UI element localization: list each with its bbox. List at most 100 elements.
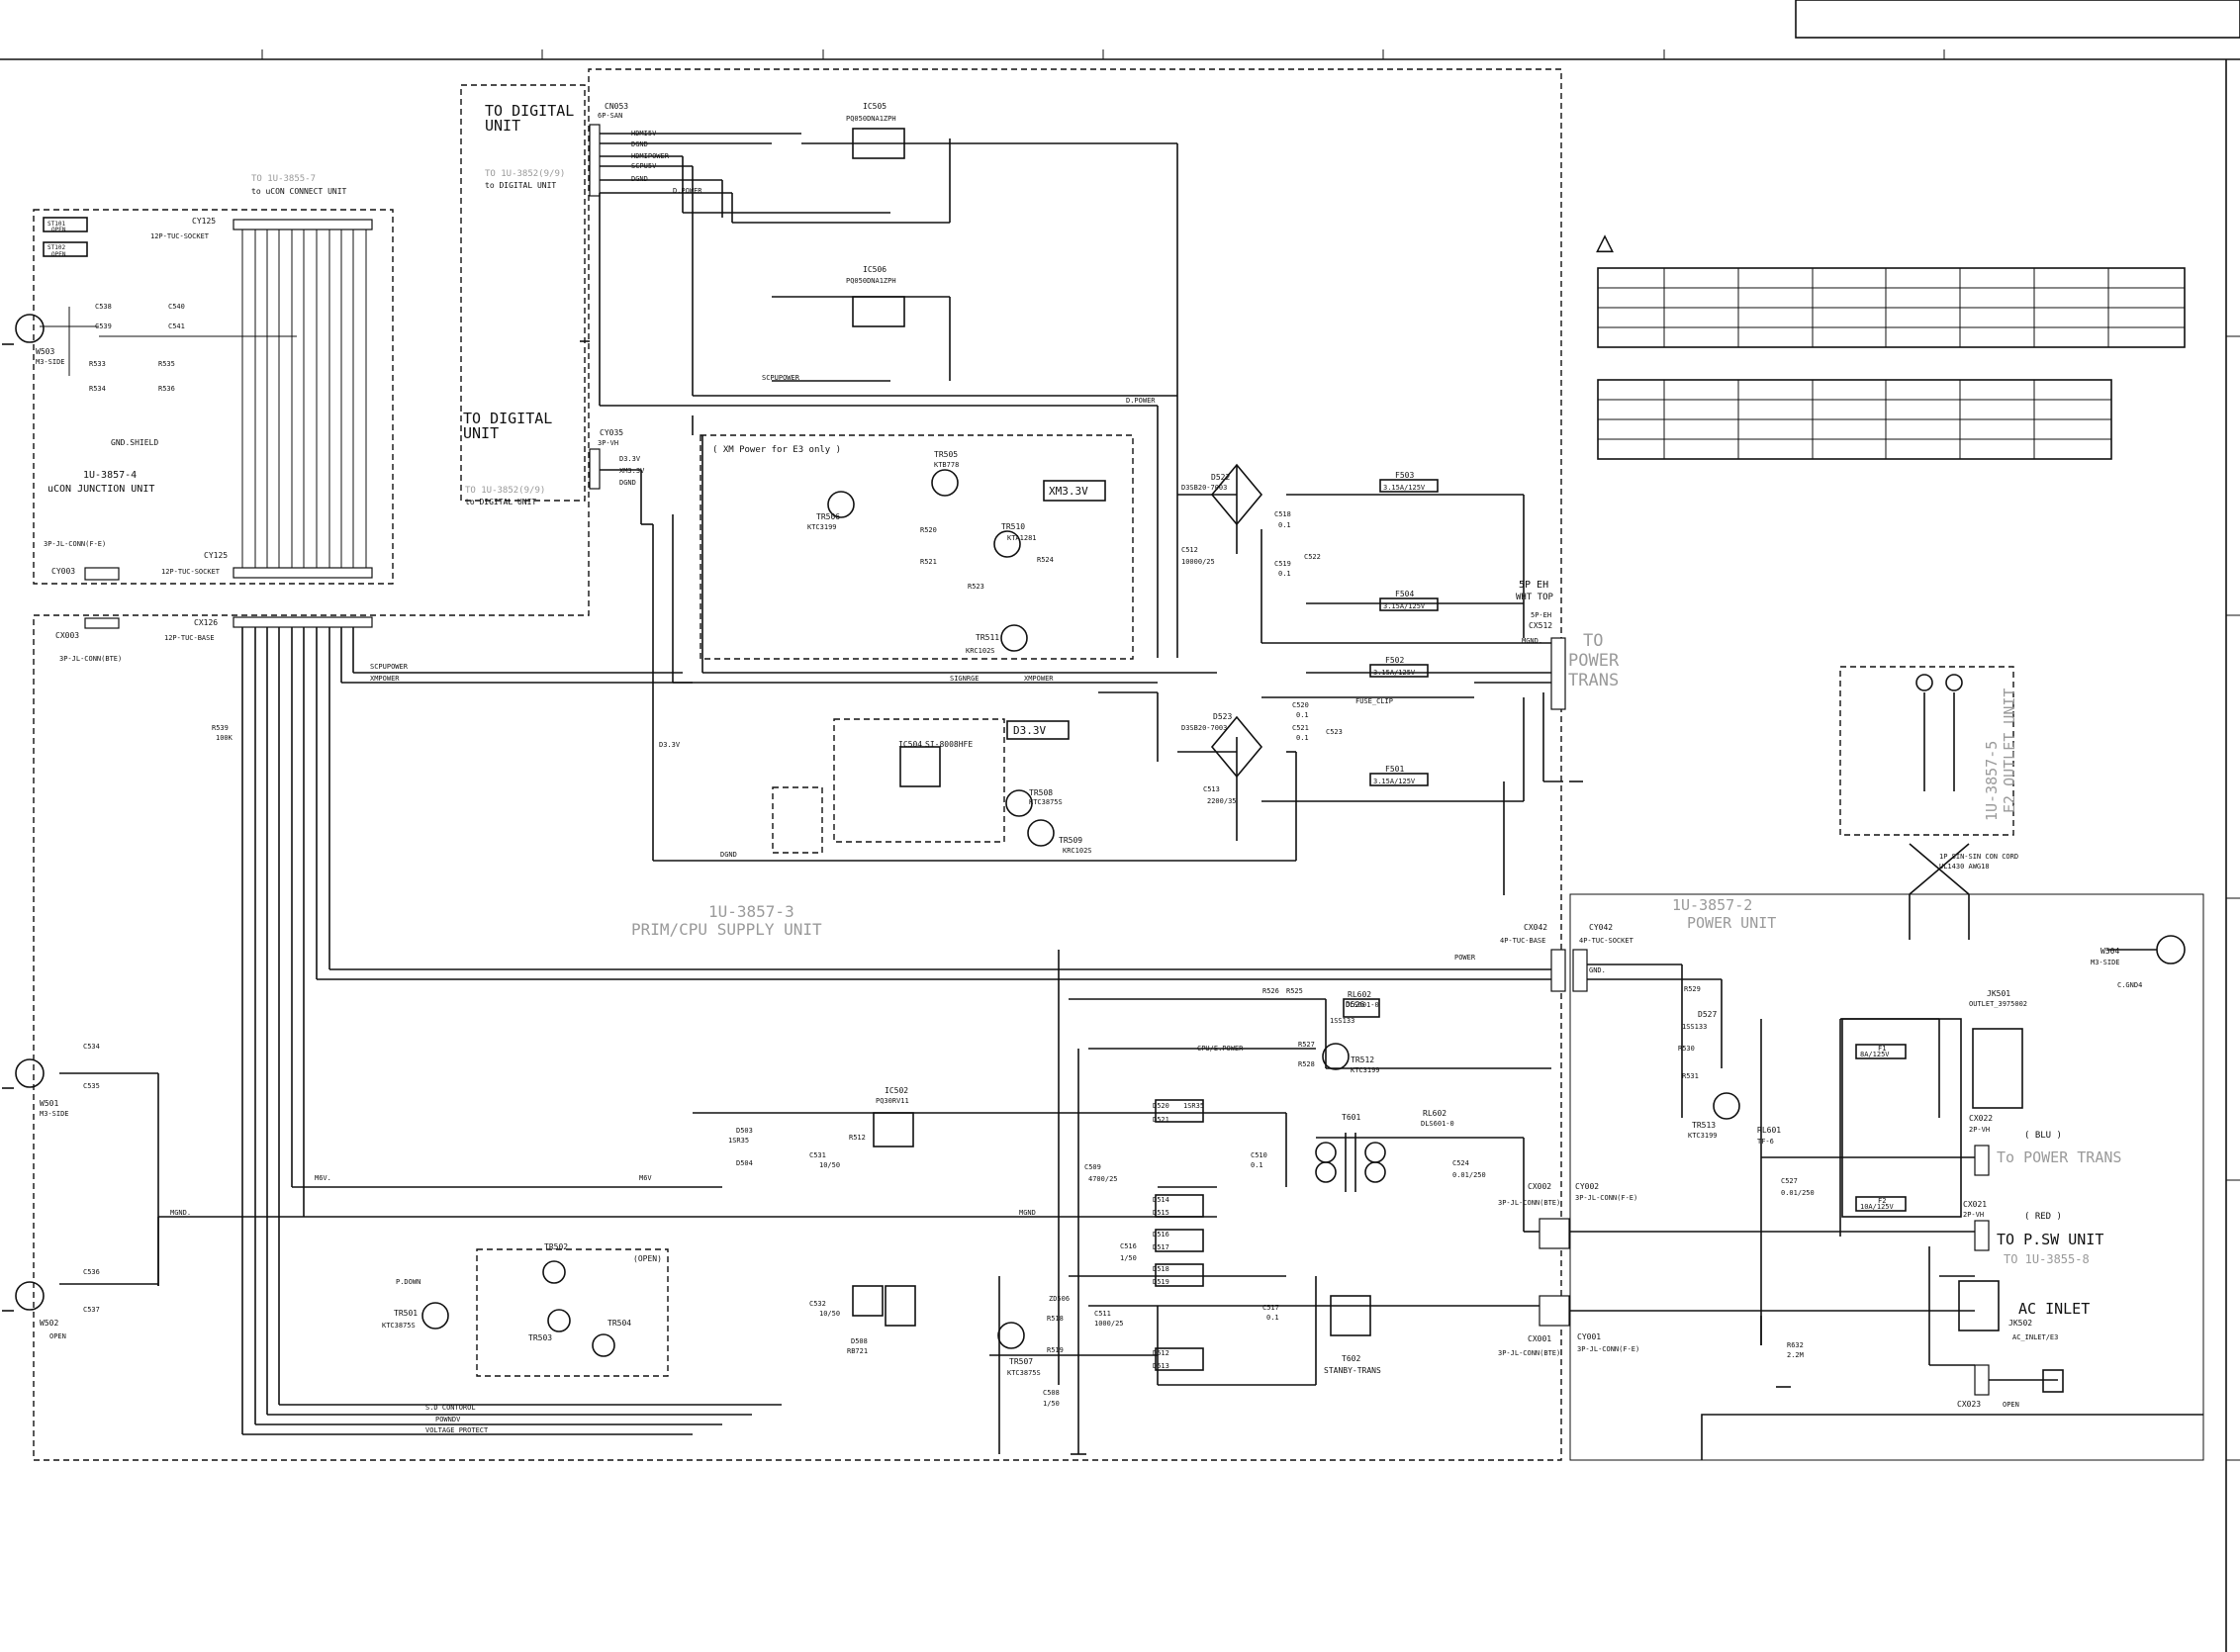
- tr506-label: TR506: [816, 512, 840, 521]
- sig-cpu-e-power: CPU/E.POWER: [1197, 1045, 1244, 1053]
- tr505-icon: [931, 469, 959, 497]
- tr511-label: TR511: [976, 633, 999, 642]
- r632-label: R632: [1787, 1341, 1804, 1349]
- sig-m6v2: M6V: [639, 1174, 652, 1182]
- sig-scpupower: SCPUPOWER: [762, 374, 800, 382]
- st101-box: [43, 217, 88, 232]
- d522-label: D522: [1211, 473, 1230, 482]
- cy002-type: 3P-JL-CONN(F-E): [1575, 1194, 1637, 1202]
- protect-block: [476, 1248, 669, 1377]
- sig-dpower2: D.POWER: [1126, 397, 1156, 405]
- fuse-holder-frame: [1841, 1018, 1962, 1218]
- fuse-f1: [1855, 1044, 1907, 1059]
- d519-label: D519: [1153, 1278, 1169, 1286]
- w502-type: OPEN: [49, 1332, 66, 1340]
- sig-dgnd4: DGND: [720, 851, 737, 859]
- fuse-clip-label: FUSE_CLIP: [1355, 697, 1393, 705]
- f503-value: 3.15A/125V: [1383, 484, 1426, 492]
- diodes-d514-d515: [1155, 1194, 1204, 1218]
- c532-label: C532: [809, 1300, 826, 1308]
- r519-label: R519: [1047, 1346, 1064, 1354]
- jack-w504-icon: [2156, 935, 2186, 964]
- diodes-d520-d521: [1155, 1099, 1204, 1123]
- tr507-icon: [997, 1322, 1025, 1349]
- sig-s-control: S.D CONTOROL: [425, 1404, 476, 1412]
- c535-label: C535: [83, 1082, 100, 1090]
- tr505-label: TR505: [934, 450, 958, 459]
- r523-label: R523: [968, 583, 984, 591]
- st102-open: OPEN: [51, 251, 66, 258]
- connector-cx023: [1974, 1364, 1990, 1396]
- sig-hdmi5v: HDMI5V: [631, 130, 657, 138]
- tr502-icon: [542, 1260, 566, 1284]
- tr503-label: TR503: [528, 1333, 552, 1342]
- to-power-trans-label-3: TRANS: [1568, 671, 1619, 690]
- tr508-label: TR508: [1029, 788, 1053, 797]
- to-digital-unit-outline: [460, 84, 586, 502]
- c532-value: 10/50: [819, 1310, 840, 1318]
- xm33-tag: [1043, 480, 1106, 502]
- c531-value: 10/50: [819, 1161, 840, 1169]
- cx512-type3: WHT TOP: [1516, 593, 1554, 602]
- d508-label: D508: [851, 1337, 868, 1345]
- ic506-body: [852, 296, 905, 327]
- power-unit-title-2: POWER UNIT: [1687, 914, 1776, 932]
- r536-label: R536: [158, 385, 175, 393]
- tr509-label: TR509: [1059, 836, 1082, 845]
- to-digital-unit-label-2b: UNIT: [463, 424, 499, 442]
- sig-powndv: POWNDV: [435, 1416, 461, 1423]
- outlet-unit-title-1: 1U-3857-5: [1983, 741, 2001, 821]
- tr513-type: KTC3199: [1688, 1132, 1718, 1140]
- d518-label: D518: [1153, 1265, 1169, 1273]
- sig-xmpower: XMPOWER: [370, 675, 400, 683]
- fuse-f504: [1379, 597, 1439, 611]
- r534-label: R534: [89, 385, 106, 393]
- ic502-label: IC502: [885, 1086, 908, 1095]
- fuse-f501: [1369, 773, 1429, 786]
- sig-voltage-protect: VOLTAGE PROTECT: [425, 1426, 489, 1434]
- r539-value: 100K: [216, 734, 233, 742]
- tr504-icon: [592, 1333, 615, 1357]
- jack-w503-icon: [15, 314, 45, 343]
- w504-gnd: C.GND4: [2117, 981, 2142, 989]
- cx022-label: CX022: [1969, 1114, 1993, 1123]
- sig-pdown: P.DOWN: [396, 1278, 420, 1286]
- cx042-label: CX042: [1524, 923, 1547, 932]
- cy125-type: 12P-TUC-SOCKET: [150, 232, 210, 240]
- prim-unit-title-1: 1U-3857-3: [708, 902, 794, 921]
- connector-cx512: [1550, 637, 1566, 710]
- ucon-unit-title-2: uCON JUNCTION UNIT: [47, 484, 154, 495]
- t601-label: T601: [1342, 1113, 1360, 1122]
- blu-label: ( BLU ): [2024, 1131, 2062, 1141]
- c536-label: C536: [83, 1268, 100, 1276]
- tr513-icon: [1713, 1092, 1740, 1120]
- tr509-icon: [1027, 819, 1055, 847]
- st102-label: ST102: [47, 244, 65, 251]
- sig-xmpower2: XMPOWER: [1024, 675, 1054, 683]
- f2-value: 10A/125V: [1860, 1203, 1895, 1211]
- jack-w502-icon: [15, 1281, 45, 1311]
- connector-cx021: [1974, 1220, 1990, 1251]
- c527-label: C527: [1781, 1177, 1798, 1185]
- c517-value: 0.1: [1266, 1314, 1279, 1322]
- sin-cord-label-1: 1P SIN-SIN CON CORD: [1939, 853, 2018, 861]
- to-digital-unit-label-2: TO DIGITAL: [463, 410, 552, 427]
- transformer-t601: [1315, 1133, 1386, 1192]
- r525-label: R525: [1286, 987, 1303, 995]
- st101-open: OPEN: [51, 227, 66, 233]
- cy003-label: CY003: [51, 567, 75, 576]
- c512-value: 10000/25: [1181, 558, 1215, 566]
- diodes-d516-d517: [1155, 1229, 1204, 1252]
- d526-type: 1SS133: [1330, 1017, 1354, 1025]
- d527-label: D527: [1698, 1010, 1717, 1019]
- tr503-icon: [547, 1309, 571, 1332]
- to-power-trans-small: To POWER TRANS: [1997, 1148, 2121, 1166]
- st101-label: ST101: [47, 221, 65, 228]
- cx042-type: 4P-TUC-BASE: [1500, 937, 1545, 945]
- jack-w501-icon: [15, 1058, 45, 1088]
- cy001-label: CY001: [1577, 1332, 1601, 1341]
- cx126-type: 12P-TUC-BASE: [164, 634, 215, 642]
- c517-label: C517: [1262, 1304, 1279, 1312]
- c539-label: C539: [95, 322, 112, 330]
- to-power-trans-label-2: POWER: [1568, 651, 1620, 671]
